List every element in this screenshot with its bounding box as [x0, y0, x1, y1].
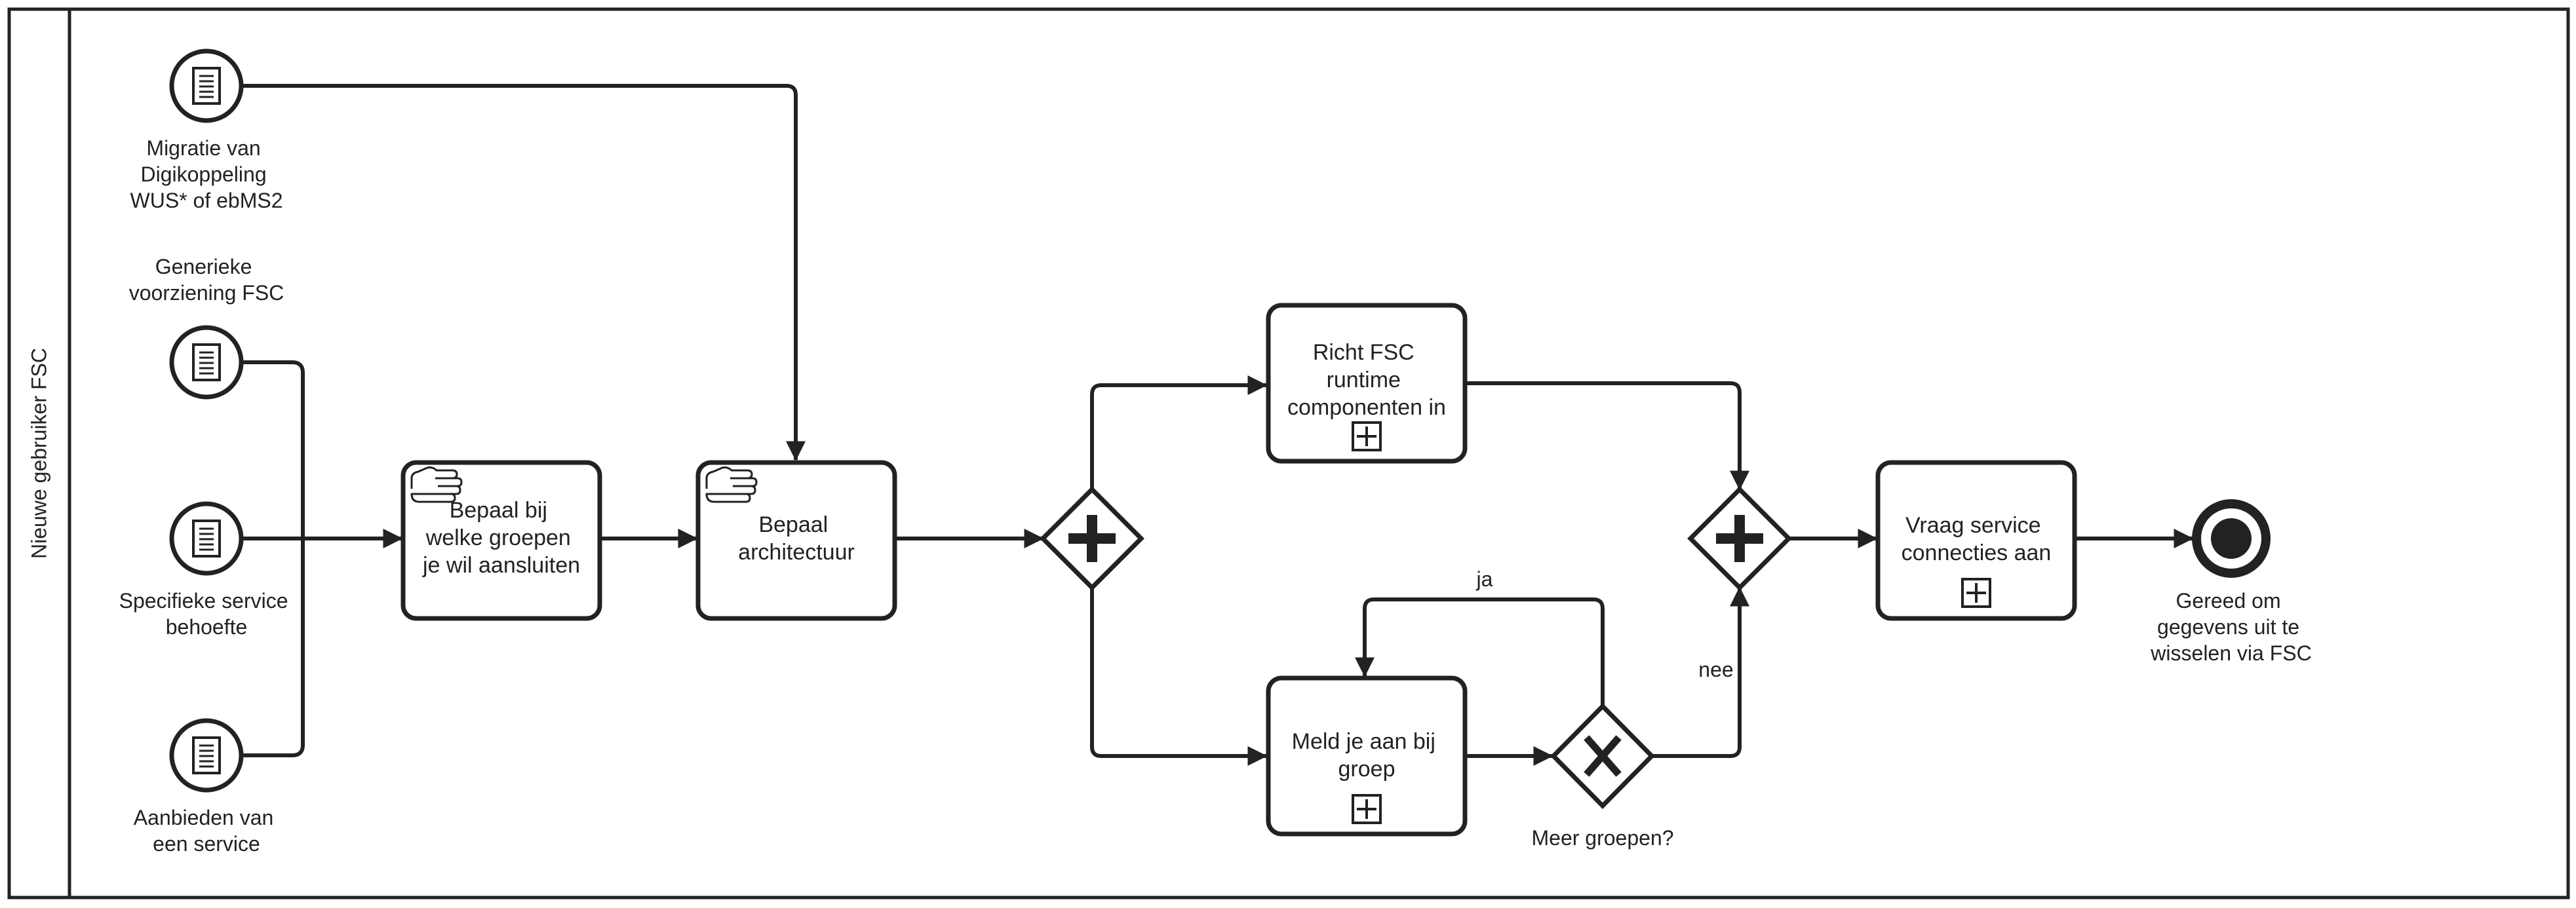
flow-nee-to-join[interactable]: [1652, 586, 1749, 758]
start-event-migratie[interactable]: Migratie van Digikoppeling WUS* of ebMS2: [130, 48, 283, 212]
message-document-icon: [192, 736, 221, 774]
task-box: [1875, 460, 2077, 621]
start-event-label: Generieke voorziening FSC: [129, 255, 284, 305]
flow-label-nee: nee: [1698, 658, 1733, 681]
task-vraag-service[interactable]: Vraag service connecties aan: [1875, 460, 2077, 621]
subprocess-expand-icon[interactable]: [1961, 578, 1991, 608]
task-box: [1266, 303, 1468, 464]
start-event-aanbieden[interactable]: Aanbieden van een service: [134, 718, 279, 856]
start-event-label: Specifieke service behoefte: [119, 589, 294, 639]
message-document-icon: [192, 67, 221, 105]
manual-task-hand-icon: [705, 466, 758, 503]
flow-richt-fsc-to-join[interactable]: [1465, 381, 1749, 491]
gateway-meer-groepen[interactable]: Meer groepen?: [1531, 703, 1674, 850]
task-box: [1266, 675, 1468, 837]
flow-generiek-merge[interactable]: [243, 360, 305, 539]
gateway-parallel-join[interactable]: [1687, 486, 1792, 591]
task-meld-aan[interactable]: Meld je aan bij groep: [1266, 675, 1468, 837]
flow-label-ja: ja: [1476, 567, 1493, 591]
task-label: Bepaal bij welke groepen je wil aansluit…: [422, 498, 580, 578]
manual-task-hand-icon: [410, 466, 463, 503]
task-label: Richt FSC runtime componenten in: [1287, 340, 1446, 420]
task-bepaal-groepen[interactable]: Bepaal bij welke groepen je wil aansluit…: [400, 460, 602, 621]
task-bepaal-architectuur[interactable]: Bepaal architectuur: [695, 460, 897, 621]
parallel-plus-icon: [1068, 515, 1116, 562]
start-event-label: Migratie van Digikoppeling WUS* of ebMS2: [130, 136, 283, 212]
task-label: Bepaal architectuur: [738, 512, 855, 565]
message-document-icon: [192, 520, 221, 558]
flow-split-to-richt-fsc[interactable]: [1090, 375, 1268, 489]
flow-split-to-meld-aan[interactable]: [1090, 588, 1268, 766]
flow-aanbieden-merge[interactable]: [243, 539, 305, 757]
gateway-parallel-split[interactable]: [1040, 486, 1144, 591]
end-event-inner-dot: [2211, 518, 2252, 559]
task-label: Meld je aan bij groep: [1292, 729, 1442, 782]
exclusive-x-icon: [1584, 735, 1622, 777]
end-event[interactable]: Gereed om gegevens uit te wisselen via F…: [2150, 499, 2312, 665]
start-event-specifiek[interactable]: Specifieke service behoefte: [119, 501, 294, 639]
gateway-label: Meer groepen?: [1531, 826, 1673, 850]
task-richt-fsc[interactable]: Richt FSC runtime componenten in: [1266, 303, 1468, 464]
parallel-plus-icon: [1716, 515, 1763, 562]
message-document-icon: [192, 343, 221, 381]
start-event-label: Aanbieden van een service: [134, 806, 279, 856]
flow-ja-loop-back[interactable]: [1355, 597, 1605, 706]
task-label: Vraag service connecties aan: [1902, 513, 2052, 565]
subprocess-expand-icon[interactable]: [1352, 794, 1382, 824]
start-event-generiek[interactable]: Generieke voorziening FSC: [129, 255, 284, 400]
end-event-label: Gereed om gegevens uit te wisselen via F…: [2150, 589, 2311, 665]
subprocess-expand-icon[interactable]: [1352, 421, 1382, 451]
sequence-flows: ja nee: [243, 84, 2194, 766]
lane-label: Nieuwe gebruiker FSC: [27, 348, 50, 559]
flow-migratie-to-architectuur[interactable]: [243, 84, 806, 461]
